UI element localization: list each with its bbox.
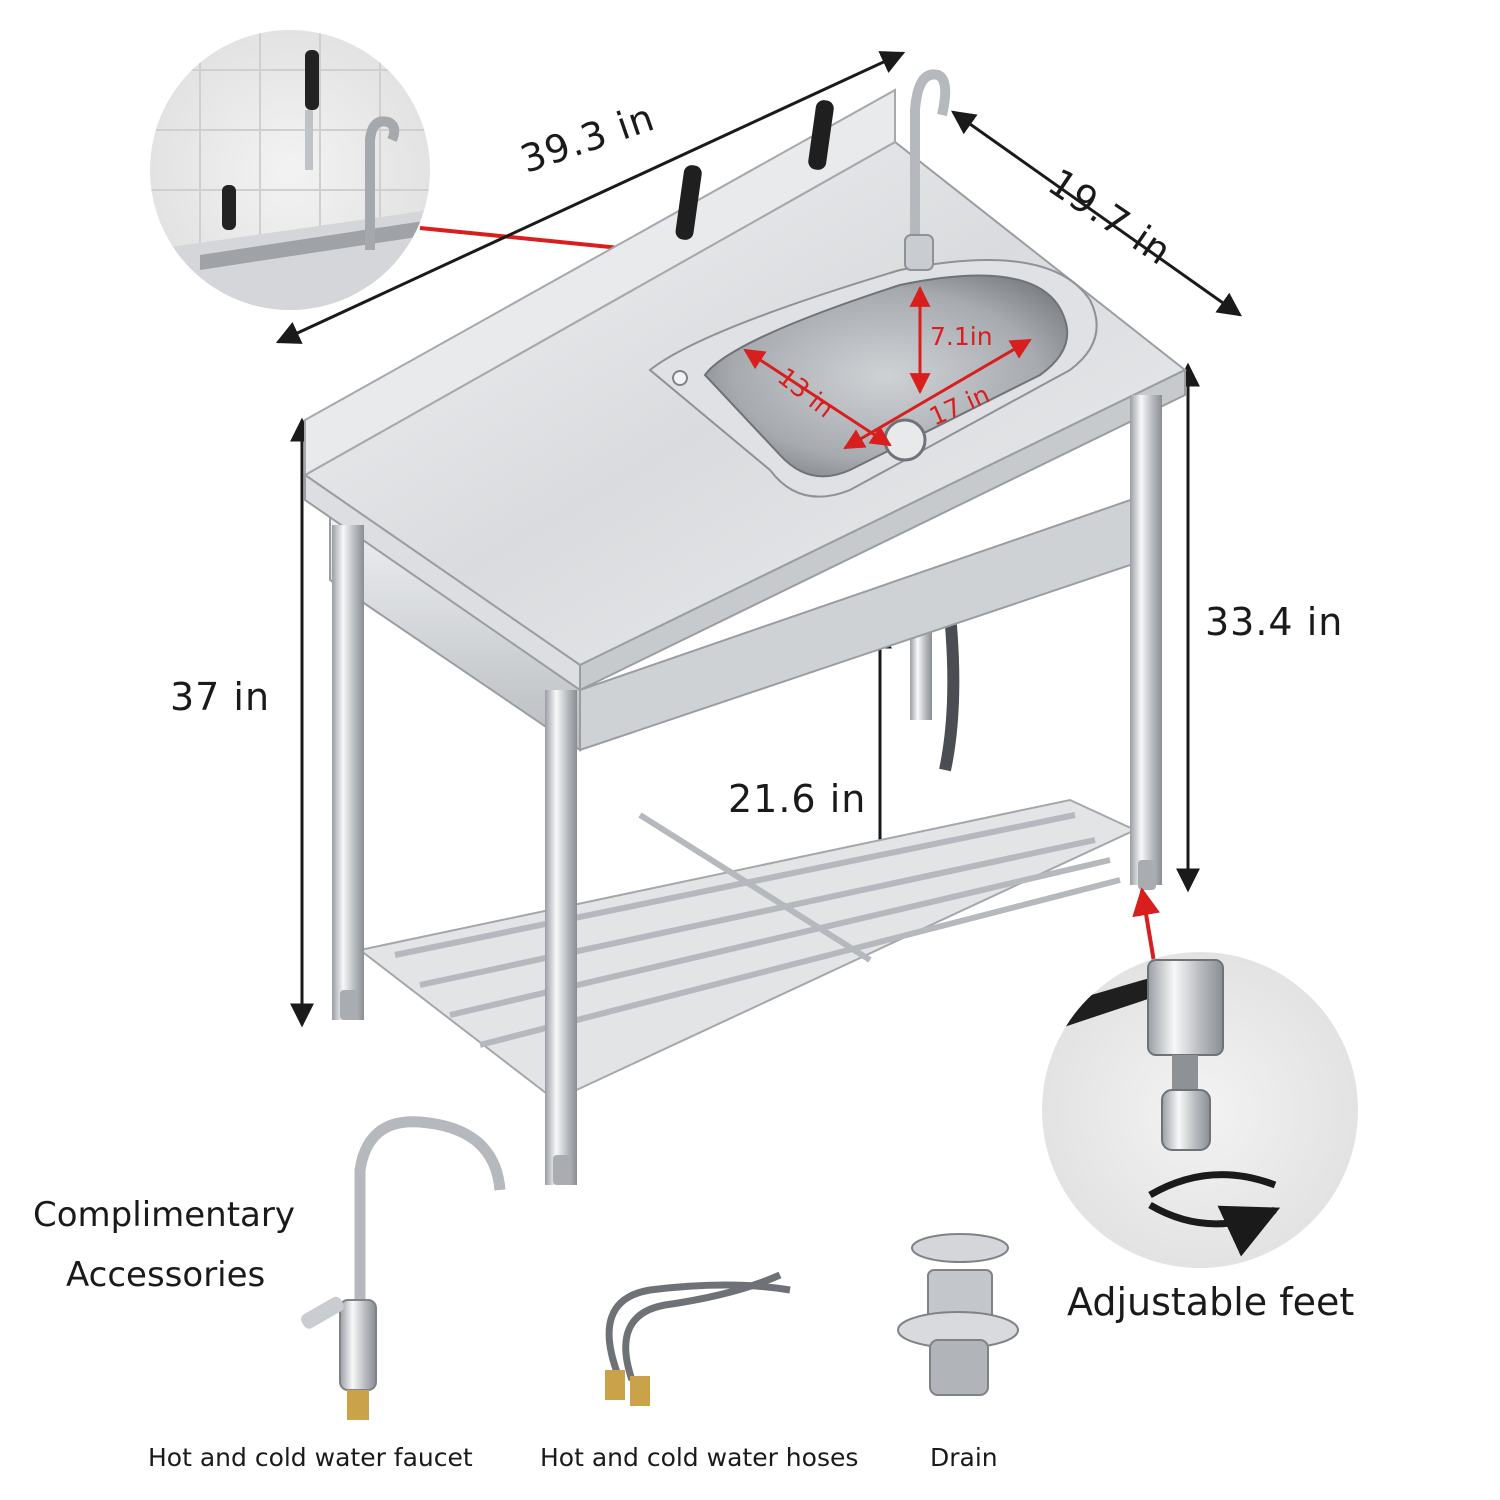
bowl-depth-label: 7.1in — [930, 322, 993, 351]
knife-holder-inset — [150, 30, 430, 310]
hoses-caption: Hot and cold water hoses — [540, 1443, 859, 1472]
rotate-arrows-icon — [1148, 1175, 1275, 1224]
adjustable-feet-label: Adjustable feet — [1067, 1280, 1355, 1324]
sink-unit — [303, 69, 1187, 1185]
accessory-drain — [897, 1233, 1019, 1396]
feet-pointer-arrow — [1132, 887, 1160, 969]
bowl-dimension-arrows — [743, 285, 1032, 450]
accessories-title-line1: Complimentary — [33, 1195, 295, 1235]
total-height-label: 37 in — [170, 675, 271, 719]
faucet-caption: Hot and cold water faucet — [148, 1443, 473, 1472]
adjustable-foot-inset — [1042, 952, 1358, 1268]
counter-height-label: 33.4 in — [1205, 600, 1344, 644]
drain-caption: Drain — [930, 1443, 998, 1472]
accessory-faucet — [301, 1116, 506, 1420]
accessory-hoses — [605, 1271, 791, 1406]
accessories-title-line2: Accessories — [66, 1255, 266, 1295]
shelf-clearance-label: 21.6 in — [728, 777, 867, 821]
